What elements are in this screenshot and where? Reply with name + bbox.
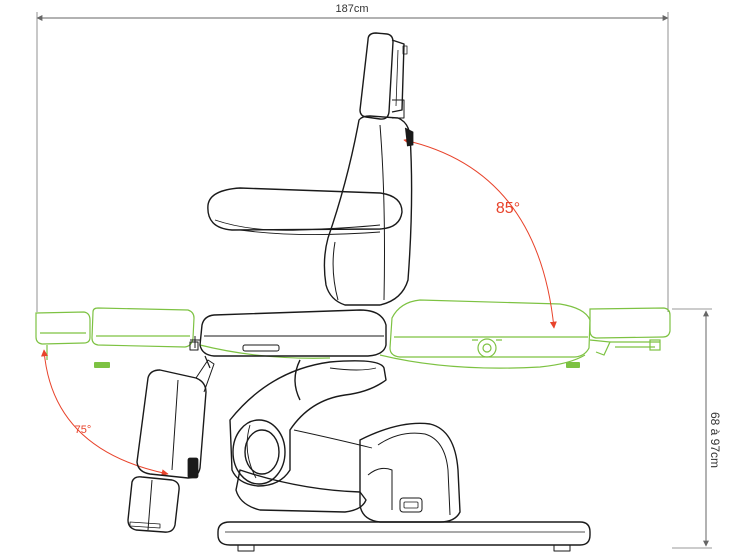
base-housing — [235, 422, 461, 523]
armrest — [207, 187, 403, 236]
backrest-angle-indicator: 85° — [403, 137, 557, 329]
foot-rest — [127, 476, 180, 533]
height-label: 68 à 97cm — [708, 412, 722, 468]
leg-rest — [136, 355, 215, 479]
flat-position-knobs — [94, 362, 580, 368]
length-dimension: 187cm — [36, 3, 669, 312]
legrest-angle-label: 75° — [75, 424, 92, 436]
height-dimension: 68 à 97cm — [672, 308, 722, 549]
headrest — [359, 32, 408, 120]
backrest-angle-label: 85° — [496, 200, 520, 217]
backrest — [323, 115, 414, 306]
base-plate — [217, 521, 591, 552]
seat — [189, 309, 387, 357]
length-label: 187cm — [335, 3, 368, 15]
legrest-angle-indicator: 75° — [41, 349, 169, 477]
lift-mechanism — [229, 359, 387, 487]
chair-outline — [127, 32, 591, 552]
